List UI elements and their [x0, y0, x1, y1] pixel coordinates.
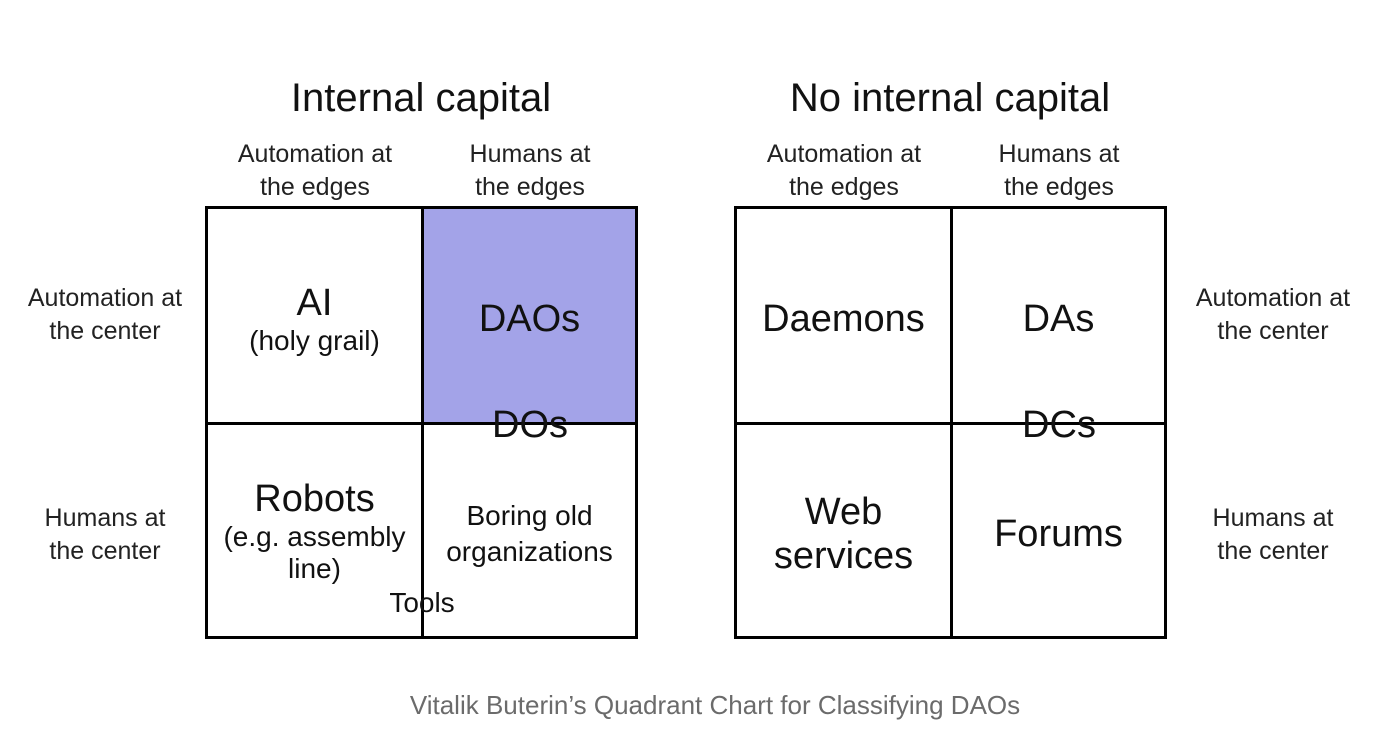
right-cell-web-services: Web services [737, 479, 950, 589]
right-cell-web-line1: Web [804, 491, 883, 533]
right-col-header-automation-line2: the edges [789, 173, 899, 201]
right-cell-daemons: Daemons [737, 279, 950, 359]
left-cell-robots: Robots (e.g. assembly line) [208, 471, 421, 591]
left-cell-boring-line1: Boring old [466, 500, 593, 531]
left-overlay-tools: Tools [389, 587, 455, 618]
left-cell-daos-title: DAOs [478, 298, 581, 340]
right-row-header-automation-line1: Automation at [1195, 284, 1351, 312]
left-cell-robots-title: Robots [254, 478, 375, 520]
right-col-header-automation: Automation at the edges [734, 138, 954, 204]
right-col-header-automation-line1: Automation at [766, 140, 922, 168]
right-row-header-humans-line1: Humans at [1212, 504, 1334, 532]
left-col-header-humans-line2: the edges [475, 173, 585, 201]
right-row-header-automation: Automation at the center [1163, 282, 1383, 348]
right-overlay-dcs: DCs [1022, 404, 1096, 446]
right-cell-forums-title: Forums [994, 513, 1123, 555]
left-cell-daos-highlight [423, 209, 635, 424]
left-cell-daos: DAOs [424, 279, 635, 359]
left-col-header-automation-line1: Automation at [237, 140, 393, 168]
left-cell-robots-subtitle-line1: (e.g. assembly [223, 521, 406, 552]
right-grid-horizontal-line [737, 422, 1164, 425]
right-col-header-humans: Humans at the edges [949, 138, 1169, 204]
right-cell-daemons-title: Daemons [762, 298, 925, 340]
right-col-header-humans-line2: the edges [1004, 173, 1114, 201]
left-col-header-automation: Automation at the edges [205, 138, 425, 204]
left-cell-robots-subtitle-line2: line) [288, 553, 341, 584]
right-cell-forums: Forums [953, 494, 1164, 574]
left-col-header-humans: Humans at the edges [420, 138, 640, 204]
left-overlay-dos: DOs [492, 404, 568, 446]
left-quadrant-grid: AI (holy grail) DAOs Robots (e.g. assemb… [205, 206, 638, 639]
right-row-header-humans-line2: the center [1217, 537, 1329, 565]
right-row-header-humans: Humans at the center [1163, 502, 1383, 568]
left-col-header-automation-line2: the edges [260, 173, 370, 201]
right-quadrant-grid: Daemons DAs Web services Forums [734, 206, 1167, 639]
right-row-header-automation-line2: the center [1217, 317, 1329, 345]
left-cell-ai-title: AI [296, 282, 333, 324]
right-col-header-humans-line1: Humans at [998, 140, 1120, 168]
left-row-header-automation: Automation at the center [0, 282, 215, 348]
right-panel-title: No internal capital [789, 76, 1111, 120]
left-grid-horizontal-line [208, 422, 635, 425]
left-cell-boring-line2: organizations [446, 536, 613, 567]
right-cell-das: DAs [953, 279, 1164, 359]
right-cell-web-line2: services [773, 535, 914, 577]
figure-caption: Vitalik Buterin’s Quadrant Chart for Cla… [409, 690, 1021, 720]
left-row-header-humans: Humans at the center [0, 502, 215, 568]
left-panel-title: Internal capital [290, 76, 552, 120]
left-cell-ai: AI (holy grail) [208, 259, 421, 379]
left-row-header-humans-line2: the center [49, 537, 161, 565]
right-cell-das-title: DAs [1022, 298, 1095, 340]
left-row-header-humans-line1: Humans at [44, 504, 166, 532]
left-row-header-automation-line2: the center [49, 317, 161, 345]
left-row-header-automation-line1: Automation at [27, 284, 183, 312]
left-cell-ai-subtitle: (holy grail) [249, 325, 380, 356]
left-cell-boring-old-organizations: Boring old organizations [424, 489, 635, 579]
left-col-header-humans-line1: Humans at [469, 140, 591, 168]
